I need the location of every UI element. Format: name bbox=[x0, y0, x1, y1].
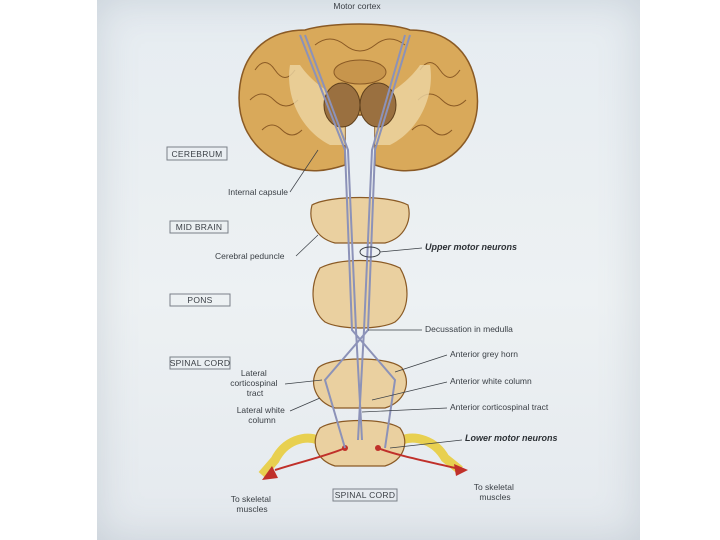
svg-text:SPINAL CORD: SPINAL CORD bbox=[170, 358, 231, 368]
label-to-skeletal-right: To skeletal muscles bbox=[474, 482, 517, 502]
label-cerebral-peduncle: Cerebral peduncle bbox=[215, 251, 285, 261]
svg-text:PONS: PONS bbox=[187, 295, 212, 305]
label-motor-cortex: Motor cortex bbox=[333, 1, 381, 11]
label-lateral-white-column: Lateral white column bbox=[237, 405, 288, 425]
pons-section bbox=[312, 259, 408, 329]
white-margin bbox=[640, 0, 720, 540]
cerebrum-illustration bbox=[238, 23, 479, 172]
label-internal-capsule: Internal capsule bbox=[228, 187, 288, 197]
midbrain-section bbox=[310, 196, 410, 244]
label-lateral-corticospinal: Lateral corticospinal tract bbox=[230, 368, 280, 398]
label-decussation: Decussation in medulla bbox=[425, 324, 513, 334]
svg-text:CEREBRUM: CEREBRUM bbox=[171, 149, 222, 159]
label-anterior-white-column: Anterior white column bbox=[450, 376, 532, 386]
label-lower-motor-neurons: Lower motor neurons bbox=[465, 433, 558, 443]
label-to-skeletal-left: To skeletal muscles bbox=[231, 494, 274, 514]
label-anterior-corticospinal: Anterior corticospinal tract bbox=[450, 402, 549, 412]
label-anterior-grey-horn: Anterior grey horn bbox=[450, 349, 518, 359]
label-box-pons: PONS bbox=[169, 293, 231, 307]
svg-text:MID BRAIN: MID BRAIN bbox=[176, 222, 223, 232]
label-box-spinal-upper: SPINAL CORD bbox=[169, 356, 231, 370]
label-box-midbrain: MID BRAIN bbox=[169, 220, 229, 234]
label-upper-motor-neurons: Upper motor neurons bbox=[425, 242, 517, 252]
label-box-cerebrum: CEREBRUM bbox=[166, 146, 228, 161]
lower-spinal-section bbox=[258, 419, 468, 480]
upper-spinal-section bbox=[313, 358, 407, 409]
label-box-spinal-lower: SPINAL CORD bbox=[332, 488, 398, 502]
svg-text:SPINAL CORD: SPINAL CORD bbox=[335, 490, 396, 500]
